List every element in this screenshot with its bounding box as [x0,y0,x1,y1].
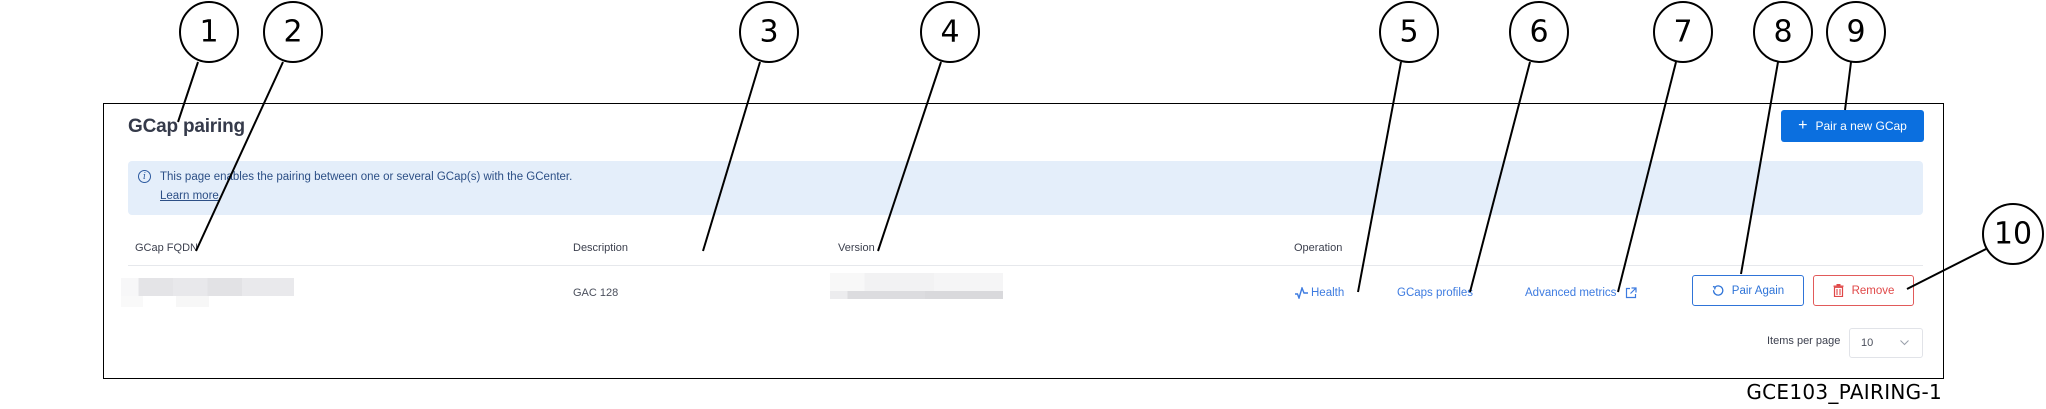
svg-text:10: 10 [1994,217,2032,252]
advanced-metrics-link[interactable]: Advanced metrics [1525,287,1638,299]
callout-1: 1 [179,1,239,63]
remove-button[interactable]: Remove [1813,275,1914,306]
callout-6: 6 [1509,1,1569,63]
callout-2: 2 [263,1,323,63]
description-cell: GAC 128 [573,287,619,299]
plus-icon: + [1798,117,1808,134]
gcaps-profiles-label: GCaps profiles [1397,287,1474,299]
gcaps-profiles-link[interactable]: GCaps profiles [1397,287,1473,299]
external-link-icon [1626,287,1638,299]
gcap-pairing-panel: GCap pairing + Pair a new GCap i This pa… [103,103,1944,379]
fqdn-cell-redacted [121,278,294,307]
pair-new-gcap-button[interactable]: + Pair a new GCap [1781,110,1924,142]
column-header-fqdn: GCap FQDN [135,242,198,254]
figure-caption: GCE103_PAIRING-1 [1746,380,1942,404]
info-icon: i [138,170,151,183]
health-label: Health [1311,287,1345,299]
column-header-version: Version [838,242,875,254]
callout-8: 8 [1753,1,1813,63]
pulse-icon [1295,287,1308,299]
svg-text:4: 4 [940,15,959,50]
refresh-icon [1712,284,1724,296]
chevron-down-icon [1900,340,1909,346]
svg-text:3: 3 [759,15,778,50]
svg-text:6: 6 [1529,15,1548,50]
items-per-page-select[interactable]: 10 [1849,328,1923,358]
callout-4: 4 [920,1,980,63]
column-header-operation: Operation [1294,242,1343,254]
pair-again-button[interactable]: Pair Again [1692,275,1804,306]
trash-icon [1833,284,1844,297]
svg-text:7: 7 [1673,15,1692,50]
svg-text:5: 5 [1399,15,1418,50]
column-header-description: Description [573,242,629,254]
callout-7: 7 [1653,1,1713,63]
callout-10: 10 [1982,203,2044,265]
pair-again-label: Pair Again [1731,284,1785,297]
info-banner: i This page enables the pairing between … [128,161,1923,215]
health-link[interactable]: Health [1295,287,1344,299]
svg-text:1: 1 [199,15,218,50]
version-cell-redacted [830,273,1003,299]
callout-9: 9 [1826,1,1886,63]
items-per-page-value: 10 [1861,337,1874,349]
remove-label: Remove [1851,284,1895,297]
learn-more-link[interactable]: Learn more [160,190,219,202]
svg-text:8: 8 [1773,15,1792,50]
header-divider [128,265,1923,266]
items-per-page-label: Items per page [1767,335,1841,347]
advanced-metrics-label: Advanced metrics [1525,287,1617,299]
page-title: GCap pairing [128,116,245,137]
callout-3: 3 [739,1,799,63]
svg-text:9: 9 [1846,15,1865,50]
pair-new-gcap-label: Pair a new GCap [1815,119,1907,133]
info-text: This page enables the pairing between on… [160,171,573,183]
svg-text:2: 2 [283,15,302,50]
callout-5: 5 [1379,1,1439,63]
